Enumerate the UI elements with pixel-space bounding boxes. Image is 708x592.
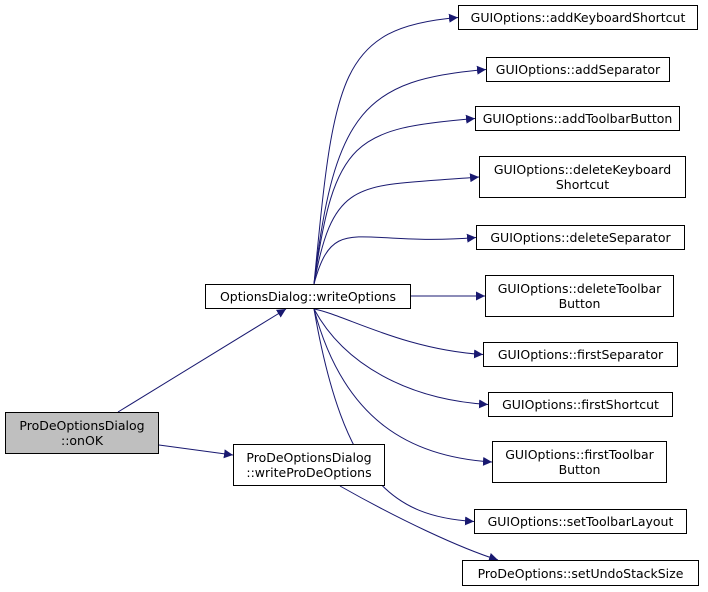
node-label: ProDeOptionsDialog [246,450,372,465]
edge-writeoptions-to-firstseparator [313,308,484,359]
edge-writeoptions-to-addkeyboardshortcut [313,13,459,285]
node-deleteseparator[interactable]: GUIOptions::deleteSeparator [476,225,685,250]
node-setundostacksize[interactable]: ProDeOptions::setUndoStackSize [462,560,699,586]
node-label: GUIOptions::firstShortcut [502,397,659,412]
node-label: ProDeOptions::setUndoStackSize [477,565,684,581]
node-label: GUIOptions::addKeyboardShortcut [470,10,686,25]
node-label: GUIOptions::deleteSeparator [490,230,671,245]
node-label: Shortcut [555,177,610,192]
node-addkeyboardshortcut[interactable]: GUIOptions::addKeyboardShortcut [458,5,698,30]
node-label: GUIOptions::addSeparator [495,62,661,77]
node-label: GUIOptions::firstSeparator [497,347,664,362]
node-label: Button [558,296,601,311]
node-addseparator[interactable]: GUIOptions::addSeparator [486,57,670,82]
edge-writeoptions-to-addtoolbarbutton [313,114,476,285]
edge-writeoptions-to-settoolbarlayout [313,308,475,526]
edge-writeoptions-to-firstshortcut [313,308,489,409]
edge-onok-to-writeoptions [117,308,287,413]
node-label: Button [558,462,601,477]
node-label: ::writeProDeOptions [246,465,372,480]
node-writeoptions[interactable]: OptionsDialog::writeOptions [205,284,411,309]
edge-writeoptions-to-deleteseparator [313,233,477,285]
edge-writeoptions-to-deletekeyboardshortcut [313,173,480,285]
node-label: GUIOptions::deleteKeyboard [493,162,672,177]
edge-writeprodeoptions-to-setundostacksize [339,485,499,562]
node-label: ProDeOptionsDialog [19,418,145,433]
node-settoolbarlayout[interactable]: GUIOptions::setToolbarLayout [474,509,687,534]
node-label: GUIOptions::firstToolbar [505,447,654,462]
node-label: OptionsDialog::writeOptions [219,289,397,304]
edge-writeoptions-to-addseparator [313,65,487,285]
node-label: GUIOptions::deleteToolbar [497,281,662,296]
node-firstshortcut[interactable]: GUIOptions::firstShortcut [488,392,673,417]
edge-onok-to-writeprodeoptions [158,444,234,459]
node-label: ::onOK [60,433,104,448]
node-firstseparator[interactable]: GUIOptions::firstSeparator [483,342,678,367]
node-label: GUIOptions::setToolbarLayout [487,514,674,529]
node-label: GUIOptions::addToolbarButton [482,111,673,126]
node-onok[interactable]: ProDeOptionsDialog::onOK [5,412,159,454]
edge-writeoptions-to-firsttoolbarbutton [313,308,493,466]
node-writeprodeoptions[interactable]: ProDeOptionsDialog::writeProDeOptions [233,444,385,486]
node-addtoolbarbutton[interactable]: GUIOptions::addToolbarButton [475,106,680,131]
